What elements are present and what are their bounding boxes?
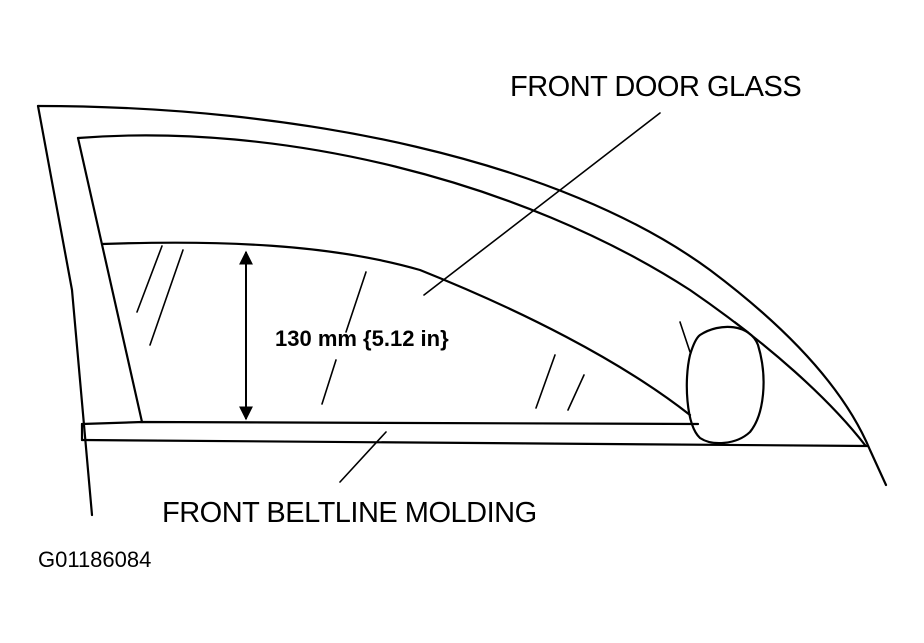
inner-window-frame	[76, 134, 867, 447]
front-beltline-molding-label: FRONT BELTLINE MOLDING	[162, 497, 537, 529]
beltline-molding-top	[80, 420, 700, 426]
side-mirror	[685, 325, 765, 445]
glass-height-dimension-label: 130 mm {5.12 in}	[275, 326, 449, 351]
glass-leader-line	[423, 112, 661, 296]
glass-top-edge	[100, 241, 692, 417]
window-a-pillar	[76, 136, 144, 424]
figure-id-label: G01186084	[38, 547, 152, 572]
front-door-glass-label: FRONT DOOR GLASS	[510, 71, 802, 103]
molding-leader-line	[339, 431, 387, 483]
beltline-molding-bottom	[80, 438, 870, 448]
outer-door-frame	[36, 104, 888, 487]
mirror-mount	[679, 321, 749, 353]
glass-reflection-marks	[136, 245, 585, 411]
